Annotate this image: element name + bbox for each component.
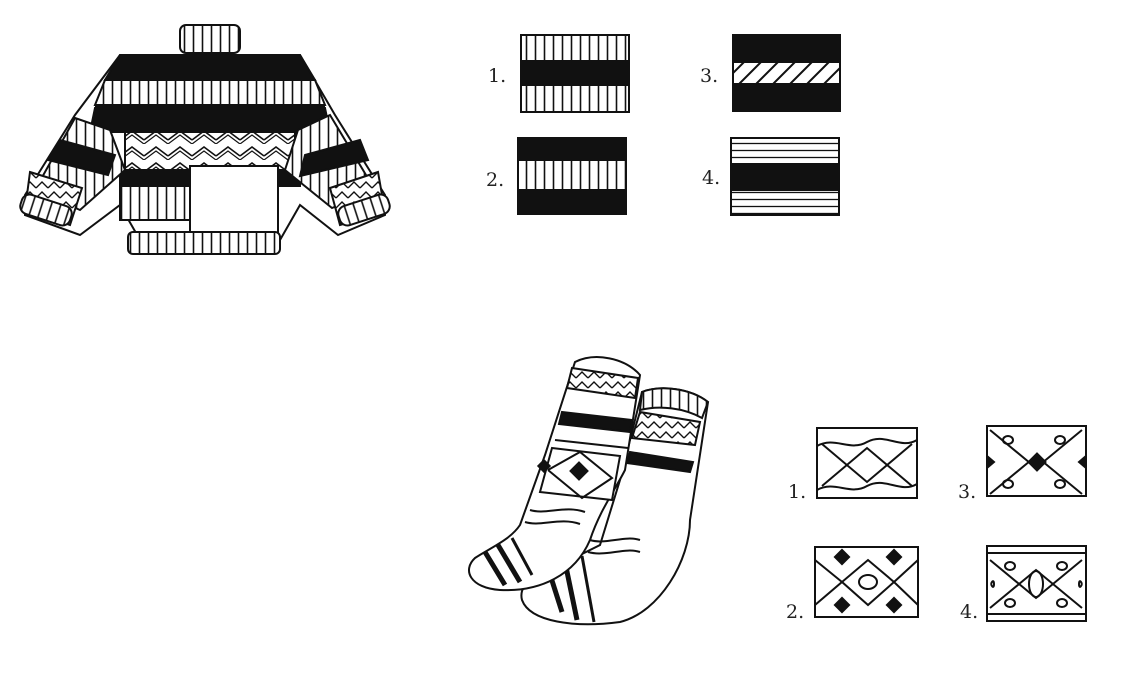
sock-option-3-label: 3. xyxy=(958,481,976,503)
sweater-option-4-label: 4. xyxy=(702,167,720,189)
sock-option-4[interactable] xyxy=(986,545,1087,622)
sweater-option-4[interactable] xyxy=(730,137,840,216)
sweater-option-3[interactable] xyxy=(732,34,841,112)
sweater-option-2[interactable] xyxy=(517,137,627,215)
sock-option-1[interactable] xyxy=(816,427,918,499)
sock-option-3[interactable] xyxy=(986,425,1087,497)
sock-option-2[interactable] xyxy=(814,546,919,618)
sock-option-2-label: 2. xyxy=(786,601,804,623)
sweater-option-2-label: 2. xyxy=(486,169,504,191)
socks-illustration xyxy=(468,356,710,626)
sweater-option-3-label: 3. xyxy=(700,65,718,87)
sweater-option-1-label: 1. xyxy=(488,65,506,87)
sock-option-4-label: 4. xyxy=(960,601,978,623)
sweater-illustration xyxy=(19,24,391,255)
sweater-option-1[interactable] xyxy=(520,34,630,113)
sock-option-1-label: 1. xyxy=(788,481,806,503)
